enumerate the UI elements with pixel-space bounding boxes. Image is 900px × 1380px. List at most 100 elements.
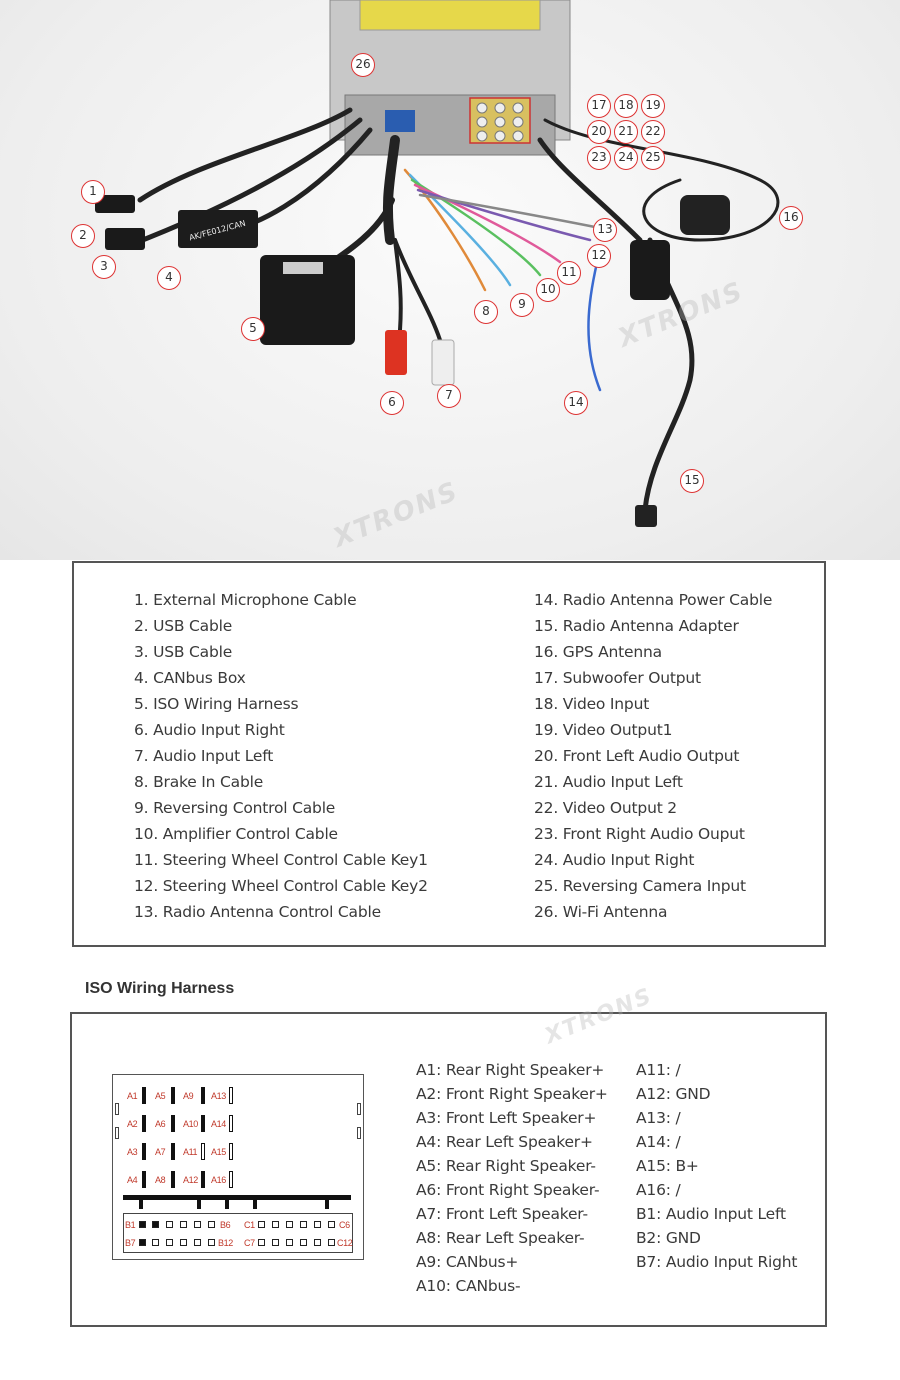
legend-item: 17. Subwoofer Output: [534, 669, 701, 687]
legend-item: 10. Amplifier Control Cable: [134, 825, 338, 843]
pin-label: A15: [211, 1147, 226, 1157]
connector-key: [325, 1199, 329, 1209]
legend-item: 15. Radio Antenna Adapter: [534, 617, 739, 635]
legend-item: 16. GPS Antenna: [534, 643, 662, 661]
iso-pin-item: A10: CANbus-: [416, 1277, 521, 1295]
callout-20: 20: [587, 120, 611, 144]
pin-square: [258, 1239, 265, 1246]
connector-key: [225, 1199, 229, 1209]
legend-item: 6. Audio Input Right: [134, 721, 285, 739]
pin-square: [300, 1239, 307, 1246]
pin-mark: [142, 1115, 146, 1132]
legend-item: 2. USB Cable: [134, 617, 233, 635]
connector-tab: [357, 1103, 361, 1115]
legend-item: 8. Brake In Cable: [134, 773, 264, 791]
pin-mark: [142, 1087, 146, 1104]
legend-item: 23. Front Right Audio Ouput: [534, 825, 745, 843]
pin-square: [272, 1239, 279, 1246]
iso-plug: [260, 255, 355, 345]
wiring-photo: AK/FE012/CAN XTRONS XTRONS 1 2 3 4 5 6 7…: [0, 0, 900, 560]
iso-pin-item: B1: Audio Input Left: [636, 1205, 786, 1223]
pin-square: [314, 1221, 321, 1228]
warning-sticker: [359, 0, 541, 31]
callout-11: 11: [557, 261, 581, 285]
legend-column-left: 1. External Microphone Cable 2. USB Cabl…: [134, 587, 428, 925]
b-c-pin-block: B1 B6 C1 C6 B7 B12 C7: [123, 1213, 353, 1253]
pin-label: A2: [127, 1119, 138, 1129]
iso-pin-item: A2: Front Right Speaker+: [416, 1085, 608, 1103]
cable-legend: 1. External Microphone Cable 2. USB Cabl…: [72, 561, 826, 947]
pin-square: [152, 1239, 159, 1246]
pin-label: B6: [220, 1220, 231, 1230]
canbus-box: [178, 210, 258, 248]
iso-pin-item: A13: /: [636, 1109, 681, 1127]
callout-17: 17: [587, 94, 611, 118]
pin-label: A5: [155, 1091, 166, 1101]
callout-13: 13: [593, 218, 617, 242]
antenna-adapter-box: [630, 240, 670, 300]
pin-square: [328, 1239, 335, 1246]
iso-pin-item: A16: /: [636, 1181, 681, 1199]
iso-pin-item: A9: CANbus+: [416, 1253, 519, 1271]
callout-22: 22: [641, 120, 665, 144]
wiring-illustration: AK/FE012/CAN: [95, 0, 780, 527]
legend-item: 24. Audio Input Right: [534, 851, 695, 869]
pin-label: B7: [125, 1238, 136, 1248]
antenna-plug: [635, 505, 657, 527]
iso-pin-item: B2: GND: [636, 1229, 701, 1247]
pin-label: A3: [127, 1147, 138, 1157]
connector-tab: [357, 1127, 361, 1139]
pin-mark: [229, 1115, 233, 1132]
iso-pin-item: A15: B+: [636, 1157, 699, 1175]
iso-pin-item: A3: Front Left Speaker+: [416, 1109, 597, 1127]
pin-square: [314, 1239, 321, 1246]
pin-label: A11: [183, 1147, 198, 1157]
pin-square: [208, 1221, 215, 1228]
legend-item: 18. Video Input: [534, 695, 650, 713]
pin-label: A12: [183, 1175, 198, 1185]
callout-1: 1: [81, 180, 105, 204]
rca-white: [431, 339, 455, 386]
callout-7: 7: [437, 384, 461, 408]
legend-item: 7. Audio Input Left: [134, 747, 274, 765]
pin-label: A1: [127, 1091, 138, 1101]
callout-19: 19: [641, 94, 665, 118]
pin-label: A10: [183, 1119, 198, 1129]
legend-item: 22. Video Output 2: [534, 799, 677, 817]
legend-item: 3. USB Cable: [134, 643, 233, 661]
pin-label: C6: [339, 1220, 350, 1230]
callout-2: 2: [71, 224, 95, 248]
iso-pin-item: B7: Audio Input Right: [636, 1253, 798, 1271]
pin-label: C12: [337, 1238, 353, 1248]
watermark-brand: XTRONS: [541, 983, 657, 1050]
pin-square: [286, 1239, 293, 1246]
callout-3: 3: [92, 255, 116, 279]
legend-item: 9. Reversing Control Cable: [134, 799, 336, 817]
callout-12: 12: [587, 244, 611, 268]
pin-mark: [201, 1115, 205, 1132]
iso-pin-item: A1: Rear Right Speaker+: [416, 1061, 605, 1079]
connector-tab: [115, 1127, 119, 1139]
pin-label: C7: [244, 1238, 255, 1248]
legend-item: 14. Radio Antenna Power Cable: [534, 591, 773, 609]
connector-key: [197, 1199, 201, 1209]
legend-column-right: 14. Radio Antenna Power Cable 15. Radio …: [534, 587, 772, 925]
connector-key: [139, 1199, 143, 1209]
mic-plug: [95, 195, 135, 213]
pin-label: A7: [155, 1147, 166, 1157]
iso-pin-list-2: A11: / A12: GND A13: / A14: / A15: B+ A1…: [636, 1058, 798, 1274]
legend-item: 11. Steering Wheel Control Cable Key1: [134, 851, 428, 869]
iso-connector-diagram: A1 A5 A9 A13 A2 A6 A10 A14 A3 A7 A11: [112, 1074, 364, 1260]
callout-8: 8: [474, 300, 498, 324]
callout-18: 18: [614, 94, 638, 118]
pin-mark: [201, 1143, 205, 1160]
pin-mark: [229, 1087, 233, 1104]
pin-square: [272, 1221, 279, 1228]
pin-square: [300, 1221, 307, 1228]
callout-24: 24: [614, 146, 638, 170]
legend-item: 13. Radio Antenna Control Cable: [134, 903, 381, 921]
legend-item: 4. CANbus Box: [134, 669, 246, 687]
pin-square: [208, 1239, 215, 1246]
pin-mark: [171, 1087, 175, 1104]
pin-mark: [229, 1171, 233, 1188]
